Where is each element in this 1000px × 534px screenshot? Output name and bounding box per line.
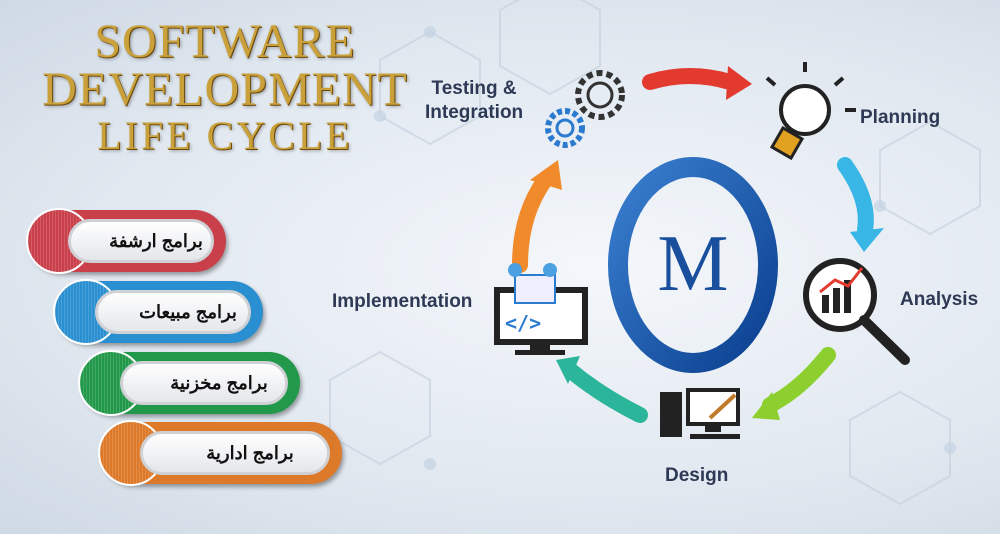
program-pill-sales[interactable]: برامج مبيعات [53,279,263,345]
arrow-cyan-icon [837,157,874,238]
arrow-red-icon [642,68,738,90]
pill-label: برامج مبيعات [95,290,251,334]
magnifier-chart-icon [803,258,910,365]
pill-label: برامج مخزنية [120,361,288,405]
stage-label-implementation: Implementation [332,291,473,312]
pill-label: برامج ارشفة [68,219,214,263]
arrow-orange-icon [512,172,553,273]
title-line-3: LIFE CYCLE [97,113,353,158]
stage-label-testing: Testing & Integration [425,78,524,123]
desktop-design-icon [660,388,740,439]
logo-o-icon [608,157,778,373]
stage-label-planning: Planning [860,107,941,128]
program-pill-inventory[interactable]: برامج مخزنية [78,350,300,416]
stage-label-design: Design [665,465,729,486]
program-pill-archiving[interactable]: برامج ارشفة [26,208,226,274]
pill-label: برامج ادارية [140,431,330,475]
stage-label-analysis: Analysis [900,289,979,310]
arrow-teal-icon [562,362,648,423]
logo-letter: M [657,220,728,308]
gears-icon [545,70,625,148]
arrow-green-icon [762,347,836,413]
svg-text:</>: </> [505,311,541,335]
lightbulb-icon [765,62,856,161]
monitor-code-icon: </> [494,263,588,355]
program-pill-administrative[interactable]: برامج ادارية [98,420,342,486]
title-line-2: DEVELOPMENT [42,63,408,116]
title-line-1: SOFTWARE [94,15,356,68]
